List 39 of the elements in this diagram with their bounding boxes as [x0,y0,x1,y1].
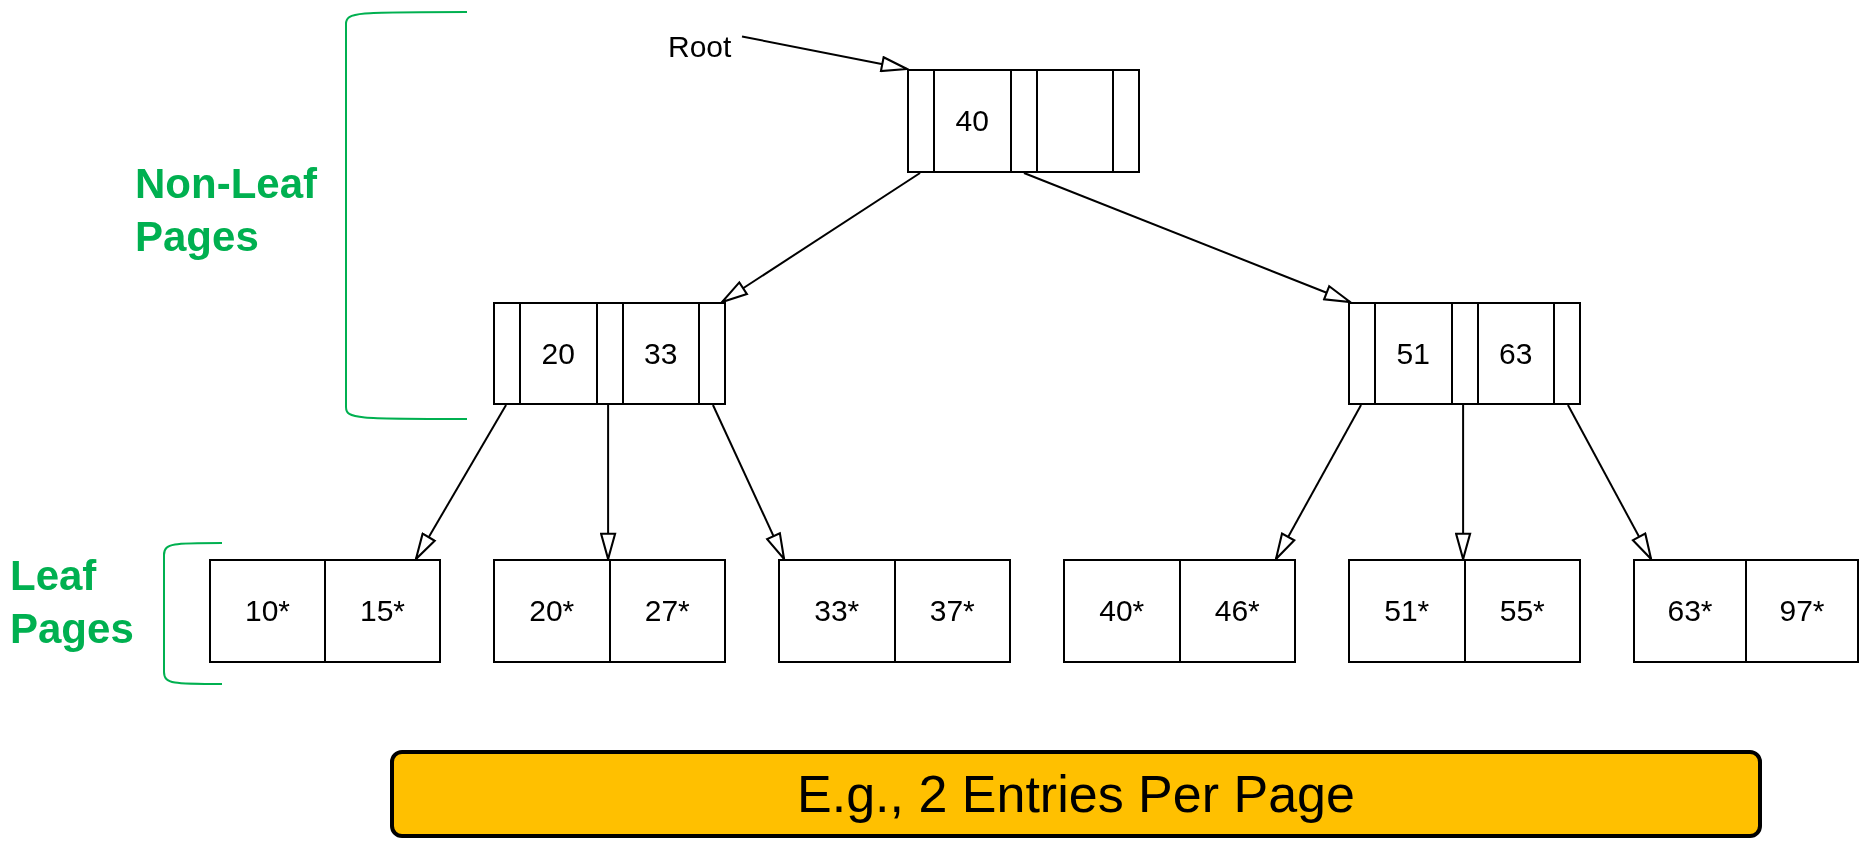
data-entry: 40* [1099,594,1145,628]
leaf-page [1633,559,1859,663]
arrow [721,172,922,304]
data-entry: 27* [644,594,690,628]
arrow [414,404,508,561]
root-label: Root [668,26,742,68]
data-entry: 46* [1214,594,1260,628]
arrow [600,404,617,561]
arrow [711,404,786,561]
arrow [1274,404,1363,561]
leaf-page [1348,559,1581,663]
data-entry: 20* [529,594,575,628]
arrow [1566,404,1653,561]
level-label: Non-Leaf Pages [135,159,318,262]
arrow [741,35,909,73]
leaf-page [1063,559,1296,663]
arrow [1022,172,1352,304]
data-entry: 55* [1499,594,1545,628]
key-value: 63 [1499,336,1533,371]
leaf-page [778,559,1011,663]
data-entry: 37* [929,594,975,628]
key-value: 40 [955,104,989,138]
index-page [907,69,1140,173]
data-entry: 10* [244,594,290,628]
key-value: 20 [541,336,575,371]
data-entry: 63* [1667,594,1713,628]
key-value: 33 [644,336,678,371]
arrow [1455,404,1472,561]
data-entry: 15* [359,594,405,628]
index-page [1348,302,1581,405]
key-value: 51 [1396,336,1430,371]
level-label: Leaf Pages [10,551,135,654]
index-page [493,302,726,405]
data-entry: 51* [1384,594,1430,628]
leaf-page [493,559,726,663]
note-banner: E.g., 2 Entries Per Page [390,750,1762,838]
data-entry: 97* [1779,594,1825,628]
data-entry: 33* [814,594,860,628]
leaf-page [209,559,441,663]
